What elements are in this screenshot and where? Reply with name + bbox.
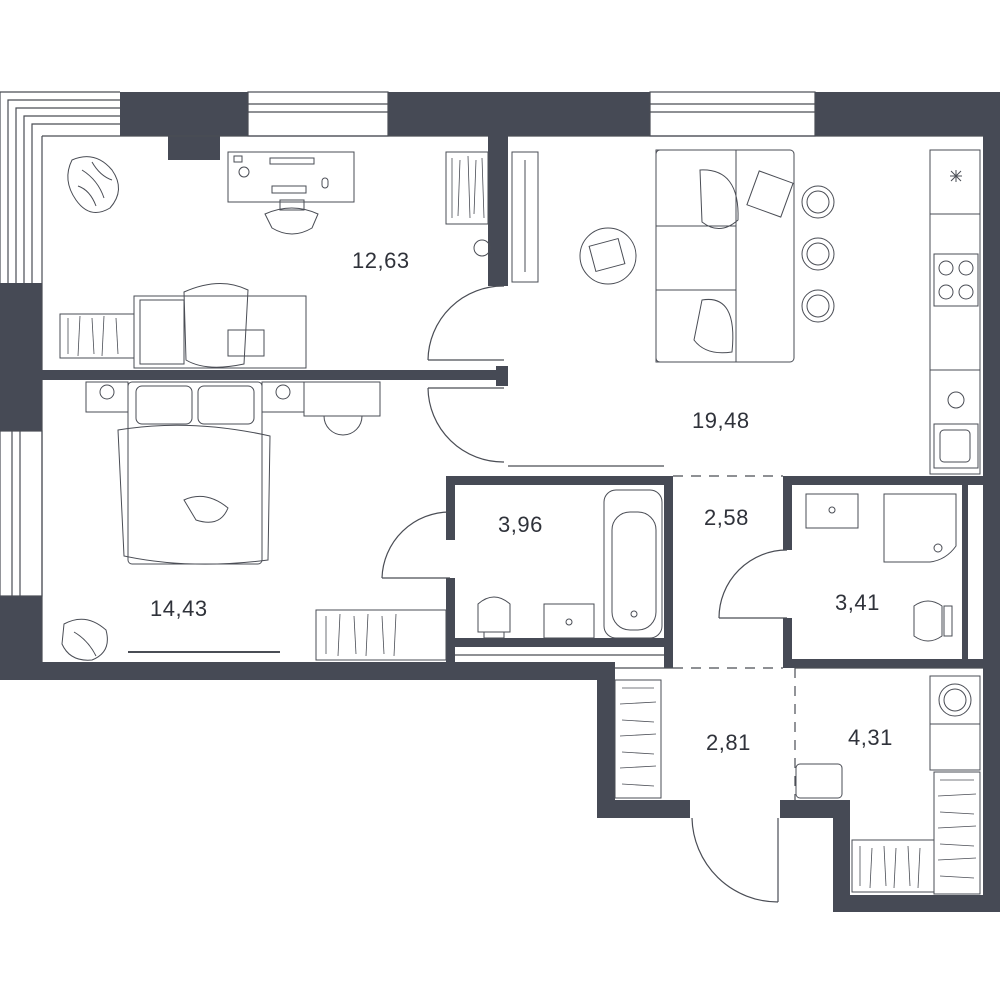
plant-icon-2 [61,618,108,661]
wall-top-right [815,92,1000,136]
plant-icon [67,156,119,213]
wall-bath2-right-inner [962,485,968,663]
wall-top-pillar-mid [388,92,650,136]
room-area-bedroom-2: 14,43 [150,596,208,621]
wall-top-pillar-left-drop [168,92,220,160]
doors [381,285,788,903]
wall-bottom-bedroom [0,662,615,680]
walls [0,92,1000,912]
windows [0,91,816,597]
furniture [59,149,981,895]
room-area-living-kitchen: 19,48 [692,408,750,433]
wall-bath2-top [783,476,983,485]
wall-bath1-bottom [446,638,672,647]
wall-between-bedrooms-stub [496,366,508,386]
room-area-wardrobe-laundry: 4,31 [848,725,893,750]
wall-entrance-bottom-left [597,800,690,818]
wall-bath1-left-lower [446,578,455,668]
ball-icon [473,239,491,257]
room-area-entrance: 2,81 [706,730,751,755]
desk [227,151,355,203]
wall-bath2-left-lower [783,618,792,668]
room-area-bathroom-1: 3,96 [498,512,543,537]
wall-bath1-right [664,476,673,668]
room-outlines [41,135,983,800]
wall-bedroom1-right [488,136,508,286]
wall-entrance-left [597,662,615,818]
wall-wardrobe-left [833,800,850,912]
wall-bath2-left-upper [783,476,792,550]
room-area-bathroom-2: 3,41 [835,590,880,615]
wall-bath2-bottom [783,659,983,668]
wall-entrance-bottom-right [780,800,850,818]
wall-bath1-top [446,476,672,485]
wall-left-upper [0,283,42,431]
wall-between-bedrooms [42,370,500,380]
wall-bottom-wardrobe [833,895,1000,912]
room-area-bedroom-1: 12,63 [352,248,410,273]
wall-right [983,92,1000,912]
room-area-hall: 2,58 [704,505,749,530]
wall-bath1-left [446,476,455,540]
